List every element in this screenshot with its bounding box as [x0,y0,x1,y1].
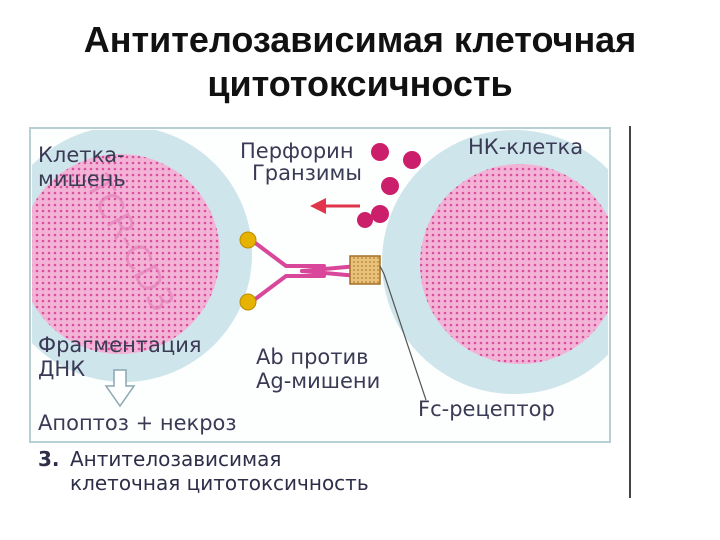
adcc-diagram: TCR-CD3 [29,126,631,498]
antibody-label-2: Ag-мишени [256,369,380,393]
figure-caption: 3. Антителозависимая клеточная цитотокси… [38,447,369,495]
red-left-arrow-icon [310,198,360,214]
caption-line-1: Антителозависимая [70,447,281,471]
figure-panel: TCR-CD3 [29,126,631,498]
caption-number: 3. [38,447,60,471]
granule [371,143,389,161]
antibody-label-1: Ab против [256,345,369,369]
hollow-down-arrow-icon [104,369,136,408]
granules [357,143,421,228]
perforin-label: Перфорин [240,139,354,163]
granule [371,205,389,223]
title-line-2: цитотоксичность [207,63,513,104]
granzymes-label: Гранзимы [252,161,362,185]
granule [403,151,421,169]
dna-fragmentation-label-2: ДНК [38,357,85,381]
fc-receptor [349,255,427,401]
granule [357,212,373,228]
target-cell-label-2: мишень [38,167,126,191]
fc-receptor-label: Fc-рецептор [418,397,555,421]
antibody [252,240,360,302]
title-line-1: Антителозависимая клеточная [83,19,637,60]
outcome-label: Апоптоз + некроз [38,411,237,435]
granule [381,177,399,195]
antigen [239,231,257,249]
target-cell-label-1: Клетка- [38,143,125,167]
target-cell: TCR-CD3 [32,130,252,382]
nk-cell-label: НК-клетка [468,135,583,159]
dna-fragmentation-label-1: Фрагментация [38,333,201,357]
nk-cell [382,130,608,394]
page-title: Антителозависимая клеточная цитотоксично… [0,18,720,106]
antigen [239,293,257,311]
caption-line-2: клеточная цитотоксичность [70,471,369,495]
